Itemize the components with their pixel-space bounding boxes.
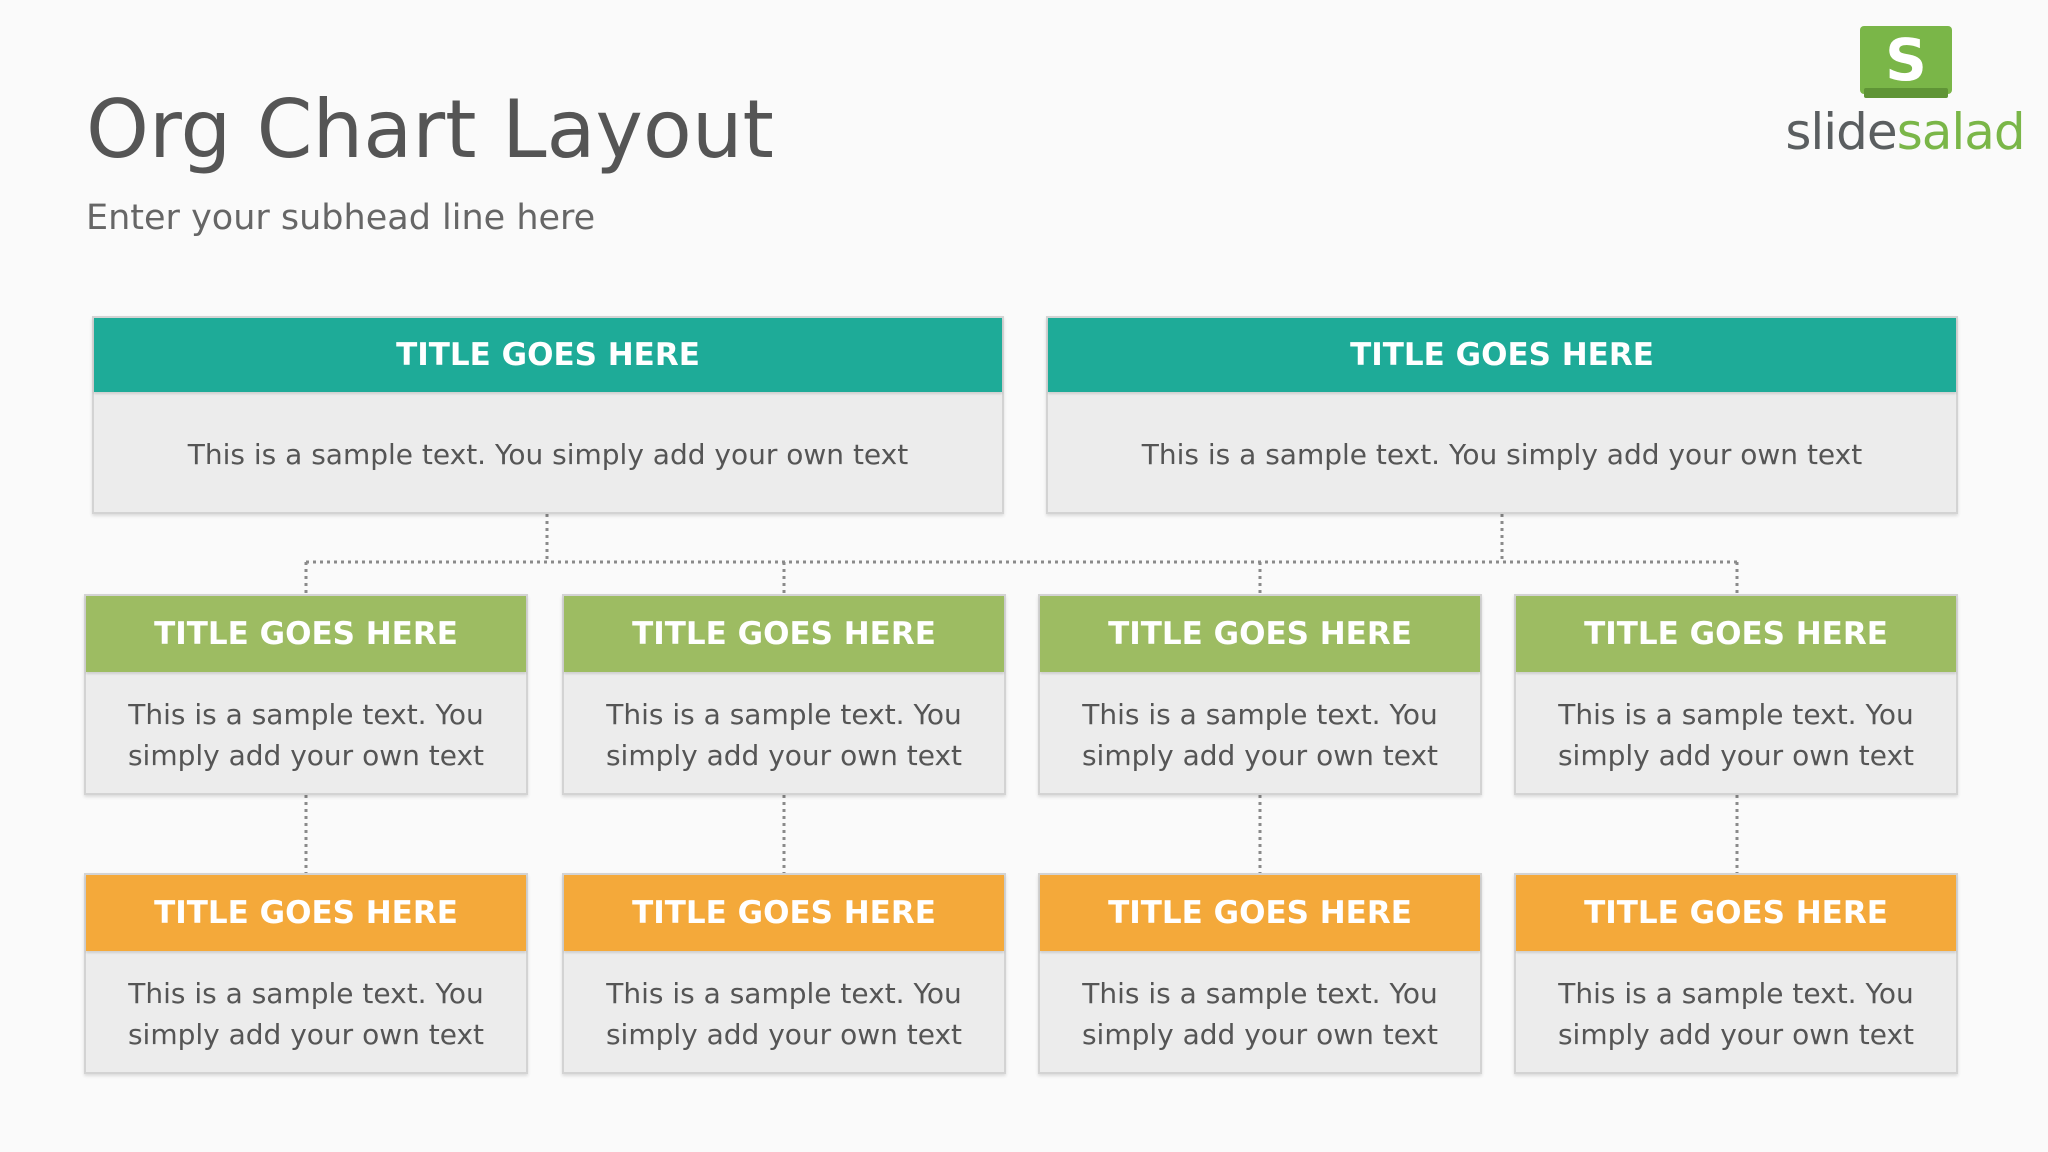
page-title: Org Chart Layout xyxy=(86,83,774,176)
org-box-text: This is a sample text. You simply add yo… xyxy=(127,976,485,1051)
org-box-text: This is a sample text. You simply add yo… xyxy=(127,697,485,772)
page-subtitle: Enter your subhead line here xyxy=(86,198,596,238)
logo-mark-letter: S xyxy=(1885,26,1927,94)
org-box-text: This is a sample text. You simply add yo… xyxy=(605,976,963,1051)
org-box-level3-3: TITLE GOES HERE This is a sample text. Y… xyxy=(1038,873,1482,1074)
logo-wordmark: slidesalad xyxy=(1780,102,2030,162)
org-box-title: TITLE GOES HERE xyxy=(1040,596,1480,672)
org-box-text: This is a sample text. You simply add yo… xyxy=(1081,976,1439,1051)
org-box-title: TITLE GOES HERE xyxy=(1040,875,1480,951)
org-box-level2-1: TITLE GOES HERE This is a sample text. Y… xyxy=(84,594,528,795)
slidesalad-logo: S slidesalad xyxy=(1780,18,2030,168)
org-box-title: TITLE GOES HERE xyxy=(86,596,526,672)
org-box-level3-1: TITLE GOES HERE This is a sample text. Y… xyxy=(84,873,528,1074)
org-box-level2-4: TITLE GOES HERE This is a sample text. Y… xyxy=(1514,594,1958,795)
logo-word-slide: slide xyxy=(1785,103,1897,161)
org-box-level3-2: TITLE GOES HERE This is a sample text. Y… xyxy=(562,873,1006,1074)
org-box-text: This is a sample text. You simply add yo… xyxy=(1557,976,1915,1051)
org-box-title: TITLE GOES HERE xyxy=(564,596,1004,672)
org-box-title: TITLE GOES HERE xyxy=(564,875,1004,951)
org-box-level3-4: TITLE GOES HERE This is a sample text. Y… xyxy=(1514,873,1958,1074)
org-box-text: This is a sample text. You simply add yo… xyxy=(1141,438,1863,471)
org-box-title: TITLE GOES HERE xyxy=(1516,596,1956,672)
org-box-text: This is a sample text. You simply add yo… xyxy=(1557,697,1915,772)
org-box-text: This is a sample text. You simply add yo… xyxy=(1081,697,1439,772)
org-box-level2-3: TITLE GOES HERE This is a sample text. Y… xyxy=(1038,594,1482,795)
org-box-title: TITLE GOES HERE xyxy=(86,875,526,951)
org-box-top-1: TITLE GOES HERE This is a sample text. Y… xyxy=(92,316,1004,514)
org-box-title: TITLE GOES HERE xyxy=(1048,318,1956,392)
org-box-title: TITLE GOES HERE xyxy=(1516,875,1956,951)
org-box-level2-2: TITLE GOES HERE This is a sample text. Y… xyxy=(562,594,1006,795)
org-box-text: This is a sample text. You simply add yo… xyxy=(605,697,963,772)
org-box-top-2: TITLE GOES HERE This is a sample text. Y… xyxy=(1046,316,1958,514)
logo-word-salad: salad xyxy=(1896,103,2026,161)
org-box-text: This is a sample text. You simply add yo… xyxy=(187,438,909,471)
org-box-title: TITLE GOES HERE xyxy=(94,318,1002,392)
logo-mark-icon: S xyxy=(1860,26,1952,98)
